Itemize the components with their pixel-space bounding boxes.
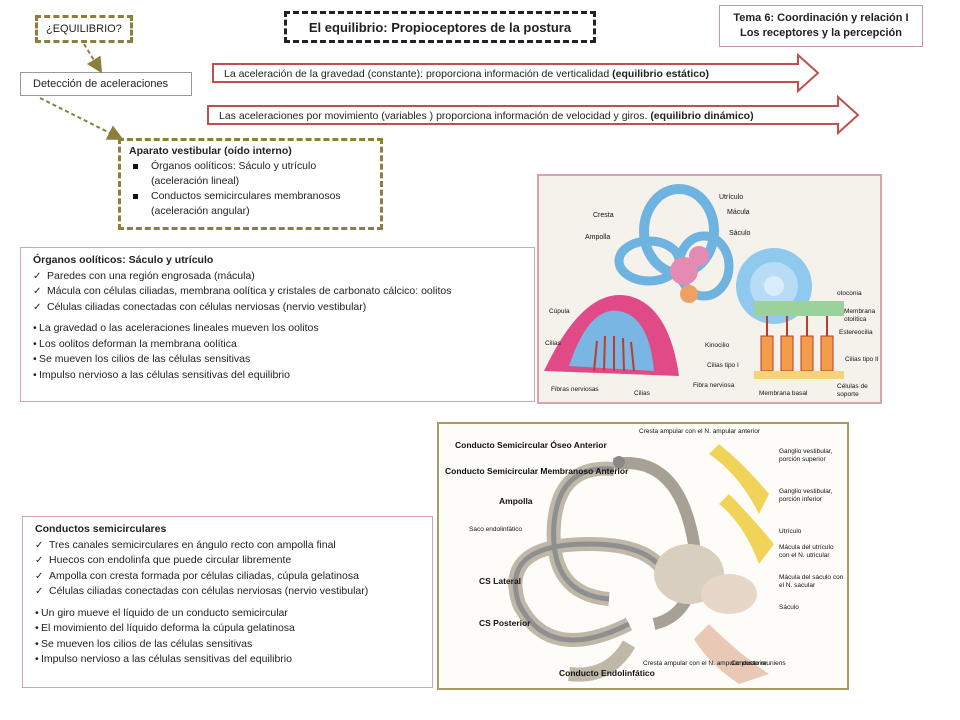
- vestibular-item-sub: (aceleración angular): [151, 205, 250, 217]
- label-ganglio-superior: Ganglio vestibular, porción superior: [779, 448, 833, 463]
- label-utriculo-2: Utrículo: [779, 528, 802, 535]
- connector-question-detection: [83, 43, 103, 74]
- canals-box: Conductos semicirculares Tres canales se…: [22, 516, 433, 688]
- label-kinocilio: Kinocilio: [705, 342, 730, 349]
- bullet-item: Los oolitos deforman la membrana oolític…: [33, 337, 522, 353]
- label-cs-posterior: CS Posterior: [479, 618, 531, 628]
- bullet-item: La gravedad o las aceleraciones lineales…: [33, 321, 522, 337]
- bullet-item: Se mueven los cilios de las células sens…: [33, 352, 522, 368]
- arrow-static-bold: (equilibrio estático): [612, 68, 709, 80]
- topic-box: Tema 6: Coordinación y relación I Los re…: [719, 5, 923, 47]
- label-cresta: Cresta: [593, 212, 614, 219]
- arrow-dynamic-bold: (equilibrio dinámico): [650, 110, 754, 122]
- canals-drawing: [508, 444, 774, 684]
- topic-line-2: Los receptores y la percepción: [739, 27, 902, 39]
- label-conducto-endolinfatico: Conducto Endolinfático: [559, 668, 655, 678]
- label-csa-membranoso: Conducto Semicircular Membranoso Anterio…: [445, 466, 629, 476]
- vestibular-item-sub: (aceleración lineal): [151, 175, 240, 187]
- label-ganglio-inferior: Ganglio vestibular, porción inferior: [779, 488, 833, 503]
- detection-label: Detección de aceleraciones: [33, 78, 169, 90]
- arrow-dynamic-text: Las aceleraciones por movimiento (variab…: [219, 110, 648, 122]
- label-cresta-anterior: Cresta ampular con el N. ampular anterio…: [639, 428, 761, 435]
- oolitic-box: Órganos oolíticos: Sáculo y utrículo Par…: [20, 247, 535, 402]
- label-otoconia: otoconia: [837, 290, 862, 297]
- label-saculo-2: Sáculo: [779, 604, 799, 611]
- check-item: Células ciliadas conectadas con células …: [35, 584, 420, 600]
- label-csa-oseo: Conducto Semicircular Óseo Anterior: [455, 440, 607, 450]
- label-conducto-reuniens: Conducto reuniens: [731, 660, 786, 667]
- page-title-text: El equilibrio: Propioceptores de la post…: [308, 20, 572, 35]
- topic-line-1: Tema 6: Coordinación y relación I: [733, 12, 909, 24]
- label-cilias-tipo2: Cilias tipo II: [845, 356, 879, 363]
- bullet-item: El movimiento del líquido deforma la cúp…: [35, 621, 420, 637]
- arrow-dynamic-label: Las aceleraciones por movimiento (variab…: [209, 106, 754, 122]
- page-title: El equilibrio: Propioceptores de la post…: [284, 11, 596, 43]
- label-fibra-nerviosa: Fibra nerviosa: [693, 382, 735, 389]
- label-membrana-otolitica: Membrana otolítica: [844, 308, 876, 323]
- canals-illustration: Conducto Semicircular Óseo Anterior Cond…: [437, 422, 849, 690]
- vestibular-item: Órganos oolíticos: Sáculo y utrículo: [129, 159, 372, 174]
- label-saco: Saco endolinfático: [469, 526, 523, 533]
- question-box: ¿EQUILIBRIO?: [35, 15, 133, 43]
- label-cilias-tipo1: Cilias tipo I: [707, 362, 739, 369]
- label-cresta-posterior: Cresta ampular con el N. ampular posteri…: [643, 660, 768, 667]
- label-saculo: Sáculo: [729, 230, 751, 237]
- question-text: ¿EQUILIBRIO?: [46, 23, 122, 35]
- check-item: Ampolla con cresta formada por células c…: [35, 569, 420, 585]
- check-item: Tres canales semicirculares en ángulo re…: [35, 538, 420, 554]
- label-macula-saculo: Mácula del sáculo con el N. sacular: [779, 574, 844, 589]
- canals-title: Conductos semicirculares: [35, 523, 167, 535]
- label-utriculo: Utrículo: [719, 194, 744, 201]
- label-ampolla-2: Ampolla: [499, 496, 533, 506]
- check-item: Mácula con células ciliadas, membrana oo…: [33, 284, 522, 300]
- detection-box: Detección de aceleraciones: [20, 72, 192, 96]
- bullet-item: Un giro mueve el líquido de un conducto …: [35, 606, 420, 622]
- label-fibras-nerviosas: Fibras nerviosas: [551, 386, 599, 393]
- label-ampolla: Ampolla: [585, 234, 611, 241]
- check-item: Huecos con endolinfa que puede circular …: [35, 553, 420, 569]
- oolitic-title: Órganos oolíticos: Sáculo y utrículo: [33, 254, 214, 266]
- arrow-static-text: La aceleración de la gravedad (constante…: [224, 68, 610, 80]
- label-cilias: Cilias: [545, 340, 561, 347]
- label-macula-utriculo: Mácula del utrículo con el N. utricular: [779, 544, 834, 559]
- label-celulas-soporte: Células de soporte: [837, 383, 868, 398]
- vestibular-box: Aparato vestibular (oído interno) Órgano…: [118, 138, 383, 230]
- vestibular-drawing: [544, 184, 844, 379]
- label-cilias-b: Cilias: [634, 390, 650, 397]
- check-item: Células ciliadas conectadas con células …: [33, 300, 522, 316]
- label-cupula: Cúpula: [549, 308, 570, 315]
- bullet-item: Se mueven los cilios de las células sens…: [35, 637, 420, 653]
- arrow-static-label: La aceleración de la gravedad (constante…: [214, 64, 709, 80]
- check-item: Paredes con una región engrosada (mácula…: [33, 269, 522, 285]
- connector-detection-vestibular: [39, 97, 124, 140]
- vestibular-item: Conductos semicirculares membranosos: [129, 189, 372, 204]
- label-macula: Mácula: [727, 209, 750, 216]
- vestibular-illustration: Utrículo Cresta Mácula Ampolla Sáculo ot…: [537, 174, 882, 404]
- label-cs-lateral: CS Lateral: [479, 576, 522, 586]
- bullet-item: Impulso nervioso a las células sensitiva…: [35, 652, 420, 668]
- vestibular-title: Aparato vestibular (oído interno): [129, 145, 292, 157]
- bullet-item: Impulso nervioso a las células sensitiva…: [33, 368, 522, 384]
- label-membrana-basal: Membrana basal: [759, 390, 808, 397]
- label-estereocilia: Estereocilia: [839, 329, 873, 336]
